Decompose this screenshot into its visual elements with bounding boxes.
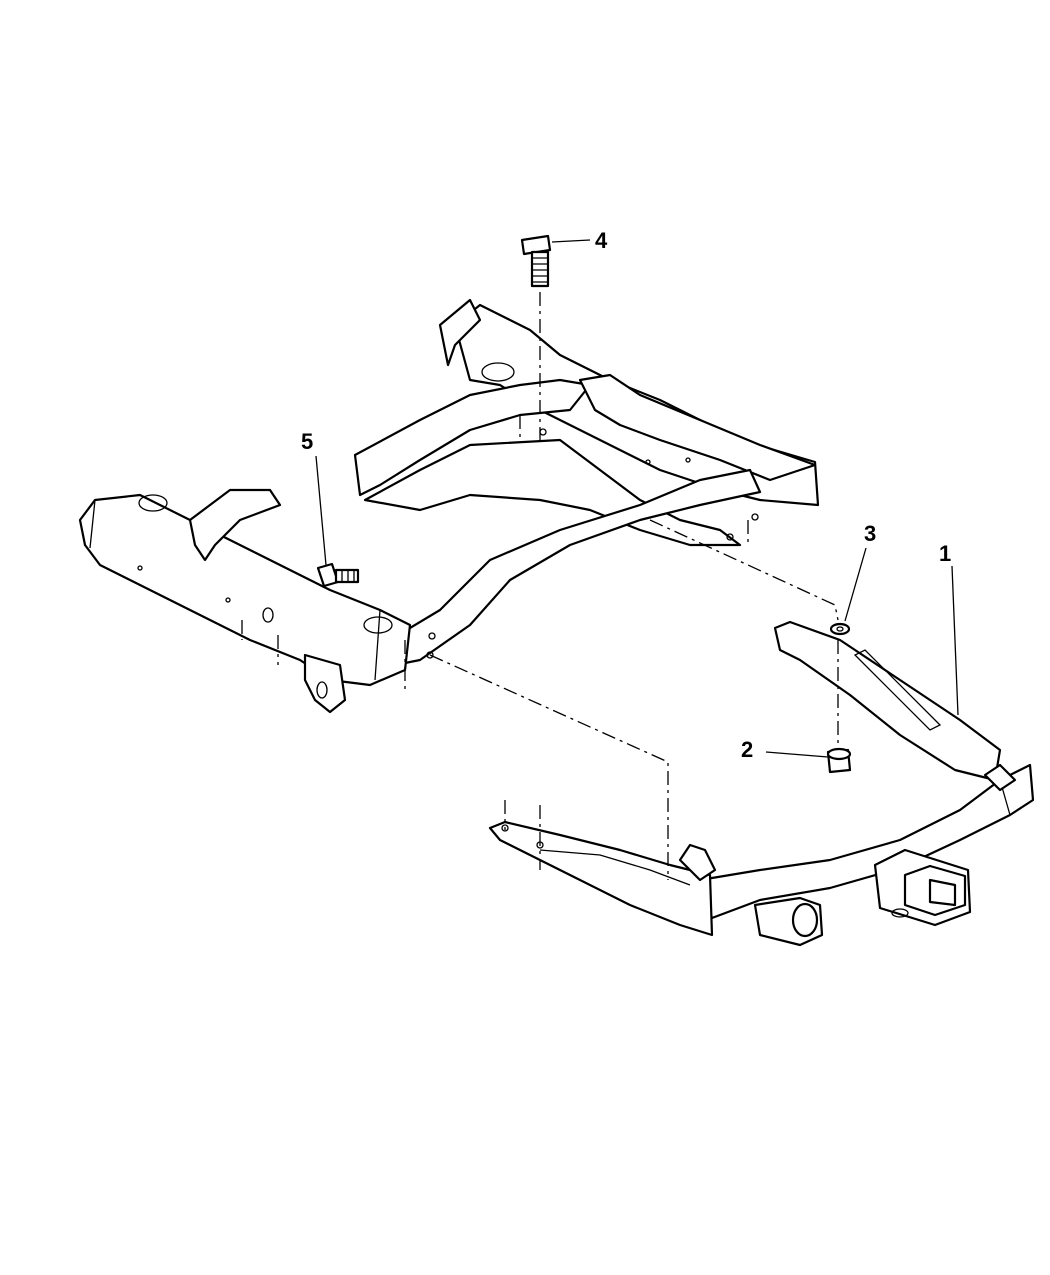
- bolt-4: [520, 234, 552, 288]
- callout-2: 2: [741, 737, 753, 762]
- vehicle-frame: [78, 298, 820, 714]
- nut-2: [826, 747, 852, 774]
- alignment-lines: [241, 292, 839, 880]
- callout-3: 3: [864, 521, 876, 546]
- bolt-5: [316, 562, 360, 588]
- washer-3: [829, 622, 851, 636]
- hitch-receiver: [488, 620, 1035, 947]
- callout-4: 4: [595, 228, 608, 253]
- callout-5: 5: [301, 429, 313, 454]
- leader-lines: [315, 239, 959, 758]
- callout-1: 1: [939, 541, 951, 566]
